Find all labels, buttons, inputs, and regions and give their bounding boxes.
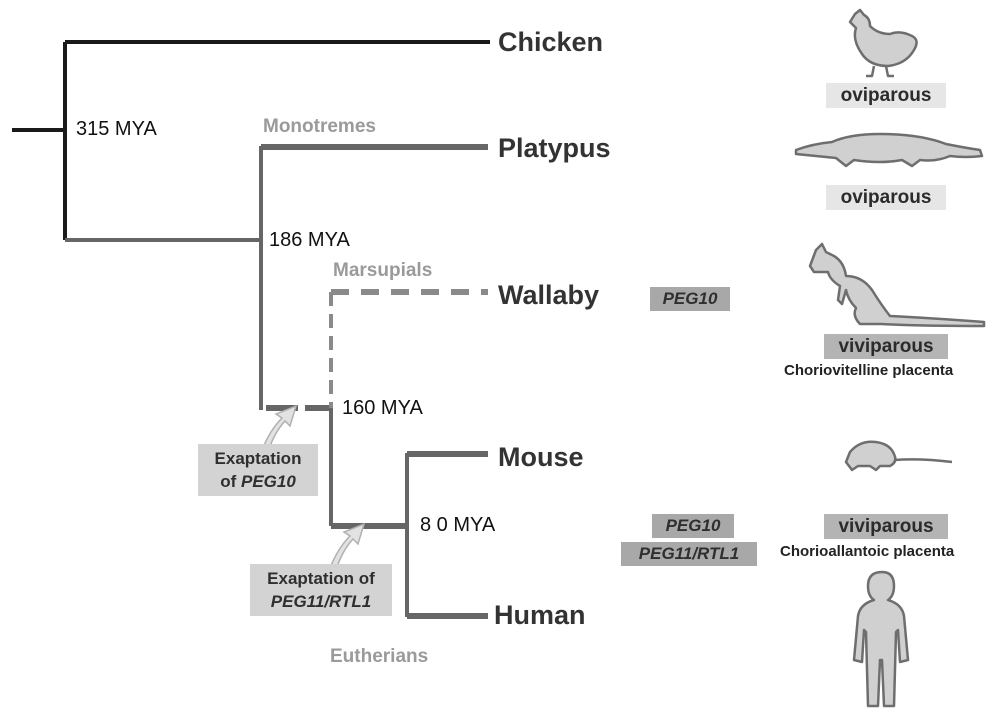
exaptation-peg10-box: Exaptation of PEG10 bbox=[198, 444, 318, 496]
placenta-wallaby: Choriovitelline placenta bbox=[784, 362, 953, 379]
marsupial-branches bbox=[331, 292, 488, 408]
gene-badge-peg10: PEG10 bbox=[652, 514, 734, 538]
clade-marsupials: Marsupials bbox=[333, 260, 432, 282]
divergence-mammals: 186 MYA bbox=[269, 229, 350, 252]
clade-eutherians: Eutherians bbox=[330, 646, 428, 668]
exaptation-peg10-line2: of PEG10 bbox=[198, 470, 318, 493]
gene-badge-wallaby: PEG10 bbox=[650, 287, 730, 311]
platypus-icon bbox=[796, 134, 982, 166]
human-icon bbox=[854, 572, 908, 706]
repro-eutherian: viviparous bbox=[824, 514, 948, 539]
mouse-icon bbox=[846, 442, 952, 470]
repro-chicken: oviparous bbox=[826, 83, 946, 108]
chicken-icon bbox=[850, 10, 917, 76]
divergence-eutherians: 8 0 MYA bbox=[420, 514, 495, 537]
species-mouse: Mouse bbox=[498, 442, 584, 473]
mammal-branches bbox=[65, 146, 488, 617]
species-wallaby: Wallaby bbox=[498, 280, 599, 311]
species-chicken: Chicken bbox=[498, 27, 603, 58]
wallaby-icon bbox=[810, 244, 984, 326]
clade-monotremes: Monotremes bbox=[263, 116, 376, 138]
repro-wallaby: viviparous bbox=[824, 334, 948, 359]
divergence-therians: 160 MYA bbox=[342, 397, 423, 420]
exaptation-peg10-prefix: of bbox=[220, 472, 241, 491]
species-human: Human bbox=[494, 600, 586, 631]
exaptation-peg11-line1: Exaptation of bbox=[250, 567, 392, 590]
species-platypus: Platypus bbox=[498, 133, 611, 164]
exaptation-peg10-gene: PEG10 bbox=[241, 472, 296, 491]
outer-branches bbox=[12, 42, 490, 240]
exaptation-peg11-gene: PEG11/RTL1 bbox=[271, 592, 371, 611]
exaptation-peg10-line1: Exaptation bbox=[198, 447, 318, 470]
repro-platypus: oviparous bbox=[826, 185, 946, 210]
divergence-root: 315 MYA bbox=[76, 118, 157, 141]
gene-badge-peg11: PEG11/RTL1 bbox=[621, 542, 757, 566]
exaptation-peg11-line2: PEG11/RTL1 bbox=[250, 590, 392, 613]
exaptation-peg11-box: Exaptation of PEG11/RTL1 bbox=[250, 564, 392, 616]
placenta-eutherian: Chorioallantoic placenta bbox=[780, 543, 954, 560]
